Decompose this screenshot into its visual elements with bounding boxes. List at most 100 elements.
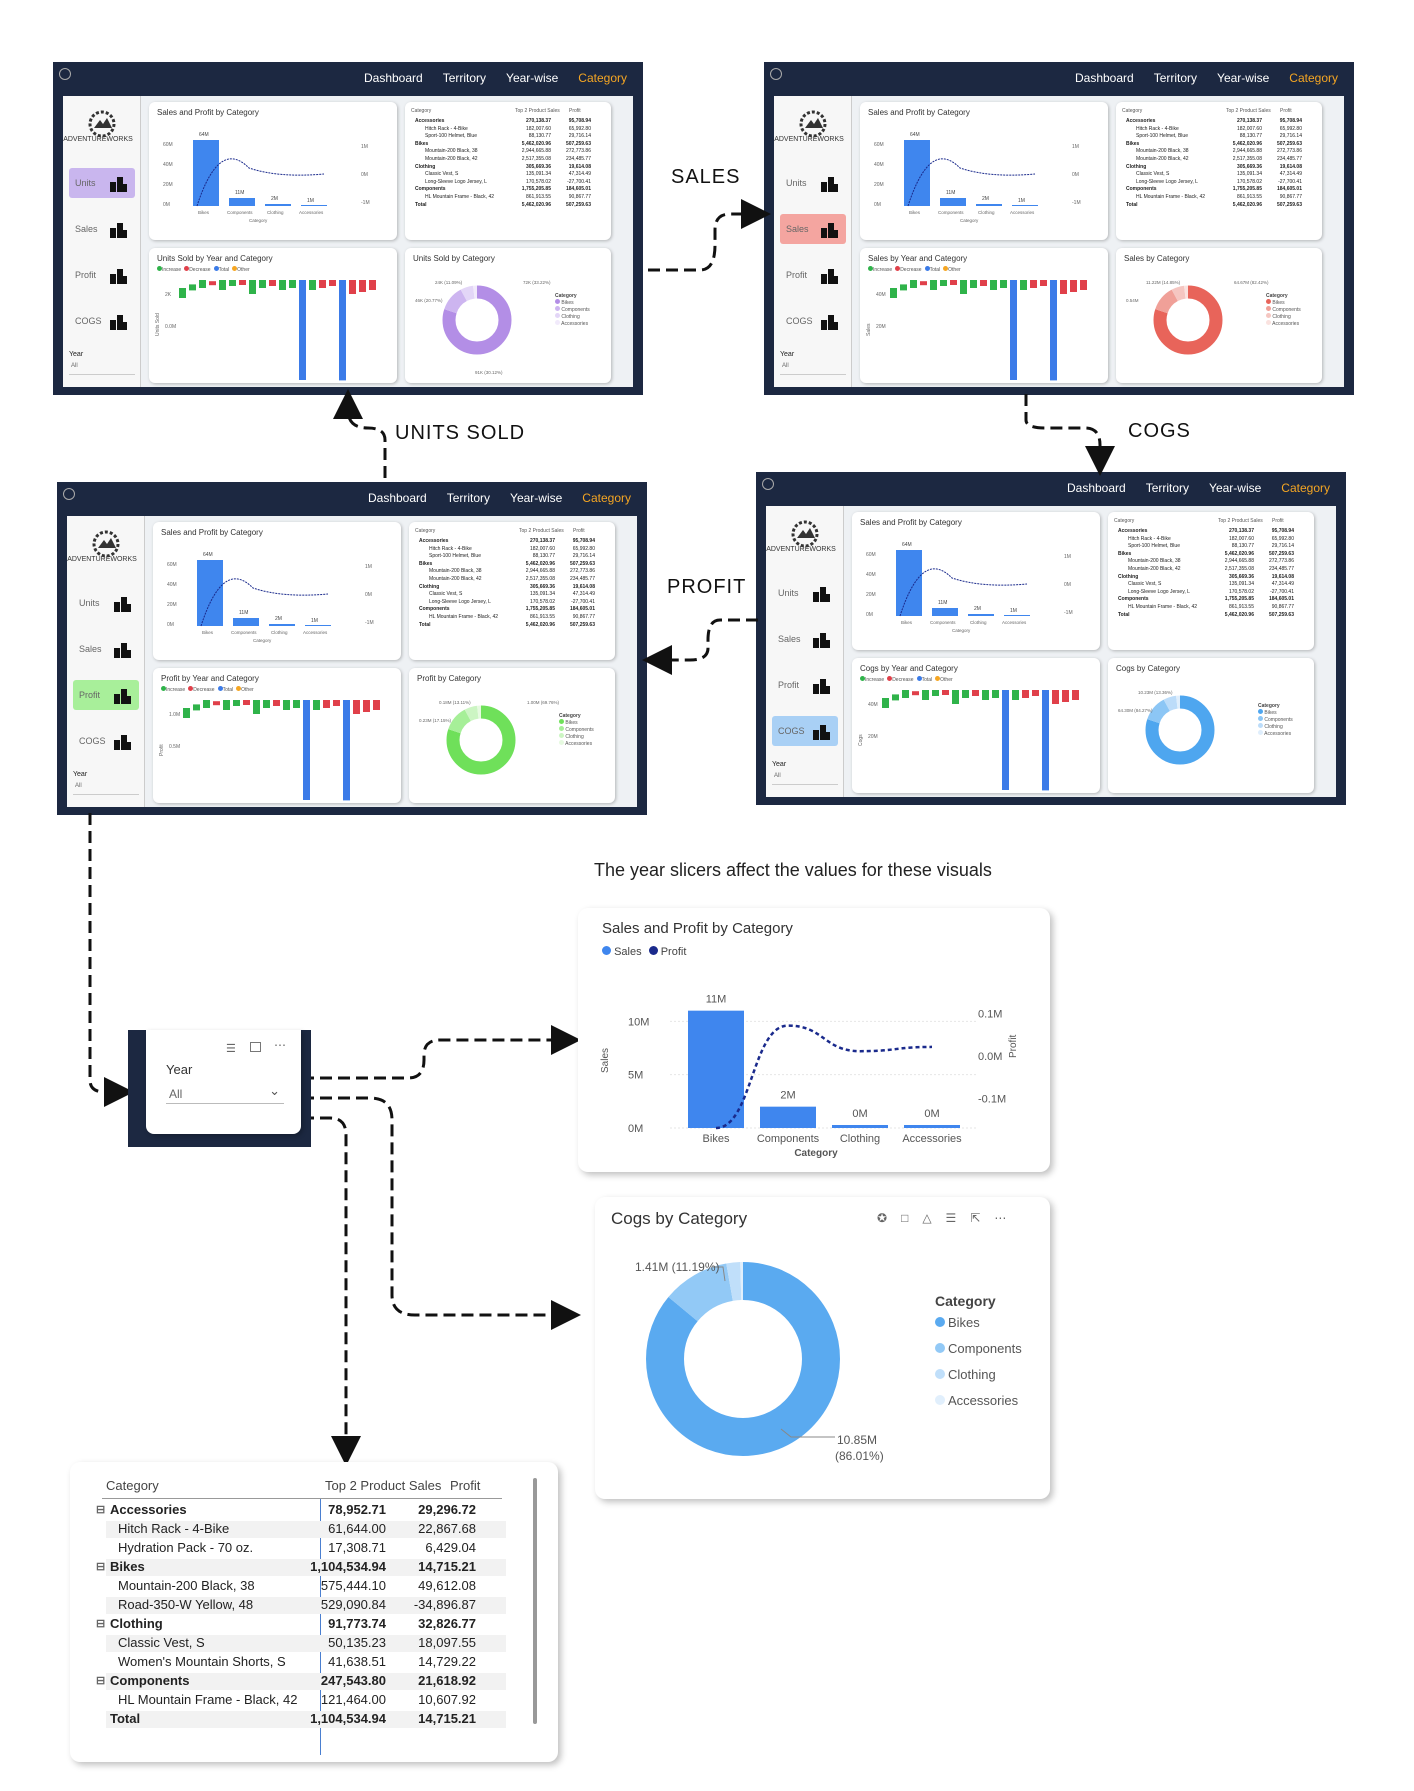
wf-bar bbox=[892, 694, 899, 701]
slicer-more-icon[interactable]: ⋯ bbox=[274, 1038, 286, 1052]
nav-year-wise[interactable]: Year-wise bbox=[510, 491, 563, 505]
sidebar-button-cogs[interactable]: COGS bbox=[772, 716, 838, 746]
mini-cell-category: Accessories bbox=[1126, 118, 1156, 124]
nav-dashboard[interactable]: Dashboard bbox=[1074, 71, 1134, 85]
mini-cell-profit: 90,867.77 bbox=[568, 194, 591, 200]
mini-x-tick: Clothing bbox=[271, 630, 288, 635]
slicer-dropdown[interactable]: All ⌄ bbox=[166, 1083, 284, 1104]
sidebar-button-profit[interactable]: Profit bbox=[69, 260, 135, 290]
sidebar-button-cogs[interactable]: COGS bbox=[69, 306, 135, 336]
cogs-legend-title: Category bbox=[935, 1293, 996, 1309]
sidebar-button-cogs[interactable]: COGS bbox=[780, 306, 846, 336]
top-nav: Dashboard Territory Year-wise Category bbox=[364, 62, 643, 94]
sidebar-button-units[interactable]: Units bbox=[772, 578, 838, 608]
wf-bar bbox=[980, 280, 987, 286]
back-icon[interactable] bbox=[59, 68, 71, 80]
sidebar-button-units[interactable]: Units bbox=[780, 168, 846, 198]
mini-donut-title: Profit by Category bbox=[417, 674, 482, 683]
year-dropdown[interactable]: All bbox=[772, 773, 838, 785]
mini-bar-label: 1M bbox=[1018, 198, 1025, 204]
wf-bar bbox=[930, 280, 937, 290]
expand-icon[interactable]: ⊟ bbox=[96, 1618, 106, 1630]
table-row[interactable]: ⊟ Bikes 1,104,534.94 14,715.21 bbox=[96, 1559, 506, 1576]
cogs-legend-item[interactable]: Clothing bbox=[935, 1367, 1022, 1382]
table-row[interactable]: Hydration Pack - 70 oz. 17,308.71 6,429.… bbox=[106, 1540, 506, 1557]
cogs-toolbar: ✪□△☰⇱⋯ bbox=[877, 1211, 1020, 1225]
nav-dashboard[interactable]: Dashboard bbox=[363, 71, 423, 85]
top-products-table-card[interactable]: Category Top 2 Product Sales Profit ⊟ Ac… bbox=[70, 1462, 558, 1762]
back-icon[interactable] bbox=[770, 68, 782, 80]
back-icon[interactable] bbox=[63, 488, 75, 500]
nav-year-wise[interactable]: Year-wise bbox=[506, 71, 559, 85]
bell-icon[interactable]: △ bbox=[922, 1211, 946, 1225]
mini-cell-category: Total bbox=[1118, 611, 1130, 618]
table-row[interactable]: HL Mountain Frame - Black, 42 121,464.00… bbox=[106, 1692, 506, 1709]
sidebar-button-units[interactable]: Units bbox=[73, 588, 139, 618]
table-row[interactable]: Mountain-200 Black, 38 575,444.10 49,612… bbox=[106, 1578, 506, 1595]
table-row[interactable]: Total 1,104,534.94 14,715.21 bbox=[106, 1711, 506, 1728]
table-row[interactable]: Women's Mountain Shorts, S 41,638.51 14,… bbox=[106, 1654, 506, 1671]
nav-dashboard[interactable]: Dashboard bbox=[1066, 481, 1126, 495]
table-row[interactable]: Hitch Rack - 4-Bike 61,644.00 22,867.68 bbox=[106, 1521, 506, 1538]
wf-bar bbox=[303, 700, 310, 800]
cogs-card[interactable]: Cogs by Category ✪□△☰⇱⋯ 1.41M (11.19%) 1… bbox=[595, 1197, 1050, 1499]
slicer-filter-icon[interactable]: ☰ bbox=[226, 1043, 236, 1055]
nav-category[interactable]: Category bbox=[582, 491, 631, 505]
nav-year-wise[interactable]: Year-wise bbox=[1209, 481, 1262, 495]
table-row[interactable]: ⊟ Clothing 91,773.74 32,826.77 bbox=[96, 1616, 506, 1633]
x-tick: Accessories bbox=[902, 1133, 962, 1145]
year-dropdown[interactable]: All bbox=[69, 363, 135, 375]
cell-profit: 18,097.55 bbox=[418, 1635, 476, 1650]
nav-category[interactable]: Category bbox=[1289, 71, 1338, 85]
sidebar-button-units[interactable]: Units bbox=[69, 168, 135, 198]
nav-territory[interactable]: Territory bbox=[1153, 71, 1198, 85]
table-row[interactable]: Classic Vest, S 50,135.23 18,097.55 bbox=[106, 1635, 506, 1652]
nav-year-wise[interactable]: Year-wise bbox=[1217, 71, 1270, 85]
year-dropdown[interactable]: All bbox=[780, 363, 846, 375]
sidebar-button-sales[interactable]: Sales bbox=[772, 624, 838, 654]
year-slicer[interactable]: ☰ ⋯ Year All ⌄ bbox=[146, 1030, 301, 1134]
sidebar-button-cogs[interactable]: COGS bbox=[73, 726, 139, 756]
nav-territory[interactable]: Territory bbox=[446, 491, 491, 505]
expand-icon[interactable]: ⊟ bbox=[96, 1675, 106, 1687]
wf-legend-item: Other bbox=[935, 676, 953, 683]
pin-icon[interactable]: ✪ bbox=[877, 1211, 902, 1225]
table-row[interactable]: Road-350-W Yellow, 48 529,090.84 -34,896… bbox=[106, 1597, 506, 1614]
cogs-legend-item[interactable]: Bikes bbox=[935, 1315, 1022, 1330]
year-dropdown[interactable]: All bbox=[73, 783, 139, 795]
mini-table-card: Category Top 2 Product Sales Profit Acce… bbox=[1108, 512, 1314, 650]
sales-profit-card[interactable]: Sales and Profit by Category Sales Profi… bbox=[578, 908, 1050, 1172]
sidebar-button-profit[interactable]: Profit bbox=[780, 260, 846, 290]
table-row[interactable]: ⊟ Components 247,543.80 21,618.92 bbox=[96, 1673, 506, 1690]
nav-territory[interactable]: Territory bbox=[442, 71, 487, 85]
cogs-legend-item[interactable]: Components bbox=[935, 1341, 1022, 1356]
nav-category[interactable]: Category bbox=[578, 71, 627, 85]
focus-icon[interactable]: ⇱ bbox=[970, 1211, 995, 1225]
filter-icon[interactable]: ☰ bbox=[945, 1211, 971, 1225]
mini-cell-profit: 47,314.49 bbox=[572, 591, 595, 598]
table-scrollbar[interactable] bbox=[533, 1478, 537, 1724]
nav-dashboard[interactable]: Dashboard bbox=[367, 491, 427, 505]
mini-bar bbox=[233, 618, 259, 626]
expand-icon[interactable]: ⊟ bbox=[96, 1504, 106, 1516]
copy-icon[interactable]: □ bbox=[901, 1211, 923, 1225]
nav-category[interactable]: Category bbox=[1281, 481, 1330, 495]
sidebar-button-sales[interactable]: Sales bbox=[73, 634, 139, 664]
mini-cell-profit: 234,485.77 bbox=[1276, 156, 1302, 162]
sidebar-button-sales[interactable]: Sales bbox=[69, 214, 135, 244]
expand-icon[interactable]: ⊟ bbox=[96, 1561, 106, 1573]
wf-bar bbox=[902, 690, 909, 698]
table-row[interactable]: ⊟ Accessories 78,952.71 29,296.72 bbox=[96, 1502, 506, 1519]
cell-category: Clothing bbox=[110, 1616, 163, 1631]
wf-bar bbox=[1062, 690, 1069, 702]
sidebar-button-profit[interactable]: Profit bbox=[73, 680, 139, 710]
back-icon[interactable] bbox=[762, 478, 774, 490]
wf-bar bbox=[333, 700, 340, 706]
slicer-expand-icon[interactable] bbox=[250, 1042, 261, 1052]
nav-territory[interactable]: Territory bbox=[1145, 481, 1190, 495]
cogs-legend-item[interactable]: Accessories bbox=[935, 1393, 1022, 1408]
more-icon[interactable]: ⋯ bbox=[994, 1211, 1021, 1225]
sidebar-button-profit[interactable]: Profit bbox=[772, 670, 838, 700]
sidebar-button-sales[interactable]: Sales bbox=[780, 214, 846, 244]
